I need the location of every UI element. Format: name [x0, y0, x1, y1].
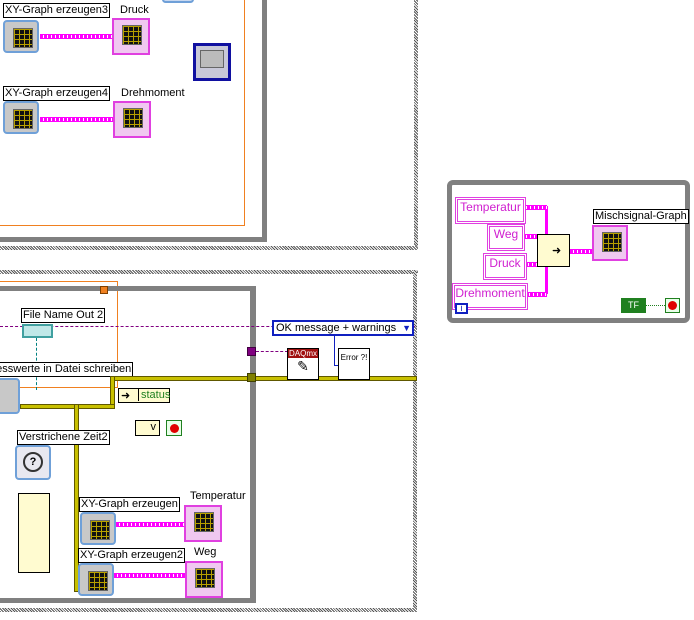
task-wire[interactable] — [256, 351, 288, 352]
xy-graph-erzeugen3-label: XY-Graph erzeugen3 — [3, 3, 110, 18]
mischsignal-graph-label: Mischsignal-Graph — [593, 209, 689, 224]
druck-label: Druck — [120, 4, 149, 16]
arrow-right-icon: ➜ — [121, 390, 131, 402]
refnum-wire[interactable] — [0, 326, 415, 327]
dynamic-wire[interactable] — [40, 34, 113, 39]
case-structure-border[interactable] — [0, 0, 245, 226]
stopwatch-icon[interactable]: ? — [15, 445, 51, 480]
temperatur-control[interactable]: Temperatur — [455, 197, 526, 224]
boolean-wire — [646, 305, 665, 306]
dynamic-wire[interactable] — [40, 117, 113, 122]
messwerte-schreiben-label: Messwerte in Datei schreiben — [0, 362, 134, 377]
temperatur-graph-indicator[interactable] — [184, 505, 222, 542]
task-tunnel — [247, 347, 256, 356]
bottom-frame-right-border — [413, 270, 417, 612]
loop-iteration-terminal: i — [455, 303, 468, 314]
stop-condition-terminal[interactable] — [166, 420, 182, 436]
xy-graph-express-vi-icon[interactable] — [78, 563, 114, 596]
status-label: status — [138, 389, 170, 401]
error-tunnel — [247, 373, 256, 382]
tab-control-icon[interactable] — [193, 43, 231, 81]
verstrichene-zeit2-label: Verstrichene Zeit2 — [17, 430, 110, 445]
dynamic-wire[interactable] — [521, 262, 537, 267]
simple-error-handler-icon[interactable]: Error ?! — [338, 348, 370, 380]
or-symbol: v — [150, 421, 157, 433]
weg-label: Weg — [194, 546, 217, 558]
while-loop-right-panel[interactable] — [447, 180, 690, 323]
mischsignal-graph-indicator[interactable] — [592, 225, 628, 261]
daqmx-clear-task-icon[interactable]: DAQmx ✎ — [287, 348, 319, 380]
stop-condition-terminal[interactable] — [665, 298, 680, 313]
druck-control[interactable]: Druck — [483, 253, 527, 280]
weg-graph-indicator[interactable] — [185, 561, 223, 598]
file-path-indicator[interactable] — [22, 324, 53, 338]
dynamic-wire[interactable] — [114, 573, 185, 578]
while-loop-right[interactable] — [250, 286, 256, 601]
while-loop-bottom[interactable] — [0, 598, 256, 603]
xy-graph-erzeugen-label: XY-Graph erzeugen — [79, 497, 180, 512]
eraser-icon: ✎ — [297, 358, 309, 374]
top-loop-bottom[interactable] — [0, 237, 267, 242]
weg-control[interactable]: Weg — [487, 224, 525, 251]
bottom-frame-bottom-border — [0, 608, 417, 612]
dropdown-value: OK message + warnings — [276, 322, 397, 334]
error-wire[interactable] — [20, 404, 115, 409]
dynamic-wire[interactable] — [116, 522, 184, 527]
bottom-frame-top-border — [0, 270, 418, 274]
unbundle-status-node[interactable]: ➜ status — [118, 388, 170, 403]
merge-signals-node[interactable]: ➜ — [537, 234, 570, 267]
chevron-down-icon: ▼ — [402, 323, 411, 333]
xy-graph-express-vi-icon[interactable] — [80, 512, 116, 545]
case-border-orange — [0, 281, 118, 388]
dynamic-wire[interactable] — [522, 292, 547, 297]
xy-graph-express-vi-icon[interactable] — [3, 101, 39, 134]
error-wire[interactable] — [110, 376, 417, 381]
or-function[interactable]: v — [135, 420, 160, 436]
dynamic-wire[interactable] — [519, 234, 537, 239]
drehmoment-label: Drehmoment — [121, 87, 185, 99]
dynamic-wire[interactable] — [570, 249, 592, 254]
drehmoment-graph-indicator[interactable] — [113, 101, 151, 138]
error-dialog-type-dropdown[interactable]: OK message + warnings ▼ — [272, 320, 414, 336]
arrow-right-icon: ➜ — [552, 245, 562, 257]
daqmx-label: DAQmx — [288, 349, 318, 358]
top-frame-right-border — [414, 0, 418, 250]
dynamic-wire[interactable] — [519, 205, 547, 210]
top-blue-node[interactable] — [162, 0, 194, 3]
temperatur-label: Temperatur — [190, 490, 246, 502]
xy-graph-express-vi-icon[interactable] — [3, 20, 39, 53]
top-loop-right[interactable] — [262, 0, 267, 242]
druck-graph-indicator[interactable] — [112, 18, 150, 55]
orange-tunnel — [100, 286, 108, 294]
while-loop-top[interactable] — [0, 286, 256, 291]
boolean-constant[interactable]: TF — [621, 298, 646, 313]
error-wire[interactable] — [74, 404, 79, 592]
xy-graph-erzeugen4-label: XY-Graph erzeugen4 — [3, 86, 110, 101]
build-array-nodes[interactable] — [18, 493, 50, 573]
write-file-vi-icon[interactable] — [0, 378, 20, 414]
error-bubble-icon: Error ?! — [340, 353, 368, 362]
top-frame-bottom-border — [0, 246, 418, 250]
xy-graph-erzeugen2-label: XY-Graph erzeugen2 — [78, 548, 185, 563]
file-name-out-2-label: File Name Out 2 — [21, 308, 106, 323]
